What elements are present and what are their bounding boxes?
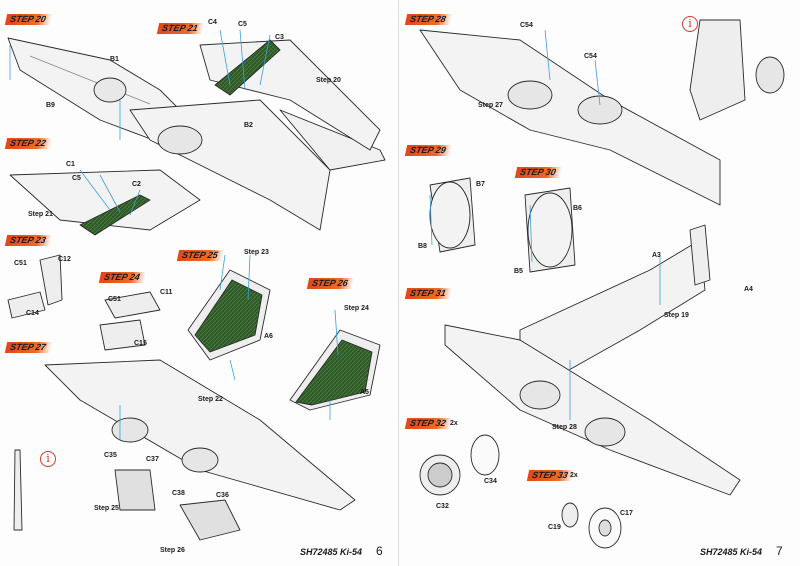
- part-c14: C14: [26, 310, 39, 317]
- step-20-tag: STEP 20: [4, 14, 52, 25]
- part-c35: C35: [104, 452, 117, 459]
- part-a6: A6: [264, 333, 273, 340]
- gear-leg-drawing: [13, 449, 23, 531]
- part-c4: C4: [208, 19, 217, 26]
- part-b2: B2: [244, 122, 253, 129]
- engine-c32-c34-drawing: [419, 434, 500, 496]
- info-icon-right: i: [682, 16, 698, 32]
- ref-step19: Step 19: [664, 312, 689, 319]
- ref-step25: Step 25: [94, 505, 119, 512]
- part-c32: C32: [436, 503, 449, 510]
- ref-step20: Step 20: [316, 77, 341, 84]
- step-30-tag: STEP 30: [514, 167, 562, 178]
- nacelle-interior-21: [199, 39, 381, 151]
- part-c54-b: C54: [584, 53, 597, 60]
- part-c51-a: C51: [14, 260, 27, 267]
- wing-b2-drawing: [129, 99, 386, 231]
- part-b7: B7: [476, 181, 485, 188]
- part-c2: C2: [132, 181, 141, 188]
- page-spine: [398, 0, 399, 566]
- ref-step28: Step 28: [552, 424, 577, 431]
- part-c17: C17: [620, 510, 633, 517]
- part-c37: C37: [146, 456, 159, 463]
- part-c54-a: C54: [520, 22, 533, 29]
- step-24-tag: STEP 24: [98, 272, 146, 283]
- step-23-tag: STEP 23: [4, 235, 52, 246]
- cowling-b7-b8-drawing: [429, 177, 476, 253]
- callout-lines: [9, 29, 661, 440]
- part-c51-b: C51: [108, 296, 121, 303]
- step-33-qty: 2x: [570, 472, 578, 479]
- aircraft-step31-drawing: [444, 224, 741, 496]
- info-figure-right-drawing: [689, 19, 785, 121]
- ref-step27: Step 27: [478, 102, 503, 109]
- step-29-tag: STEP 29: [404, 145, 452, 156]
- airframe-step28-drawing: [419, 29, 721, 206]
- footer-code-right: SH72485 Ki-54: [700, 547, 763, 557]
- parts-step24-drawing: [99, 291, 161, 351]
- step-26-tag: STEP 26: [306, 278, 354, 289]
- step-32-tag: STEP 32: [404, 418, 452, 429]
- part-c12: C12: [58, 256, 71, 263]
- ref-step26: Step 26: [160, 547, 185, 554]
- step-33-tag: STEP 33: [526, 470, 574, 481]
- page-number-left: 6: [376, 544, 383, 558]
- wing-step22-drawing: [9, 169, 201, 236]
- nacelle-half-a5-drawing: [289, 329, 381, 411]
- step-22-tag: STEP 22: [4, 138, 52, 149]
- part-c5-a: C5: [238, 21, 247, 28]
- step-32-qty: 2x: [450, 420, 458, 427]
- part-c19: C19: [548, 524, 561, 531]
- part-b8: B8: [418, 243, 427, 250]
- ref-step22: Step 22: [198, 396, 223, 403]
- part-b5: B5: [514, 268, 523, 275]
- step-27-tag: STEP 27: [4, 342, 52, 353]
- ref-step24: Step 24: [344, 305, 369, 312]
- info-icon: i: [40, 451, 56, 467]
- step-21-tag: STEP 21: [156, 23, 204, 34]
- step-28-tag: STEP 28: [404, 14, 452, 25]
- part-c36: C36: [216, 492, 229, 499]
- part-b9: B9: [46, 102, 55, 109]
- part-b6: B6: [573, 205, 582, 212]
- part-c34: C34: [484, 478, 497, 485]
- cowling-b6-b5-drawing: [524, 187, 576, 273]
- part-c5-b: C5: [72, 175, 81, 182]
- part-c3: C3: [275, 34, 284, 41]
- part-c38: C38: [172, 490, 185, 497]
- part-a4: A4: [744, 286, 753, 293]
- part-b1: B1: [110, 56, 119, 63]
- part-c11: C11: [160, 289, 173, 296]
- footer-code-left: SH72485 Ki-54: [300, 547, 363, 557]
- parts-step23-drawing: [7, 254, 63, 319]
- ref-step21: Step 21: [28, 211, 53, 218]
- part-c1: C1: [66, 161, 75, 168]
- part-c15: C15: [134, 340, 147, 347]
- ref-step23: Step 23: [244, 249, 269, 256]
- part-a3: A3: [652, 252, 661, 259]
- page-number-right: 7: [776, 544, 783, 558]
- part-a5: A5: [360, 389, 369, 396]
- wheel-c19-c17-drawing: [561, 502, 622, 549]
- nacelle-half-a6-drawing: [187, 269, 271, 361]
- step-25-tag: STEP 25: [176, 250, 224, 261]
- wing-step27-drawing: [44, 359, 356, 541]
- step-31-tag: STEP 31: [404, 288, 452, 299]
